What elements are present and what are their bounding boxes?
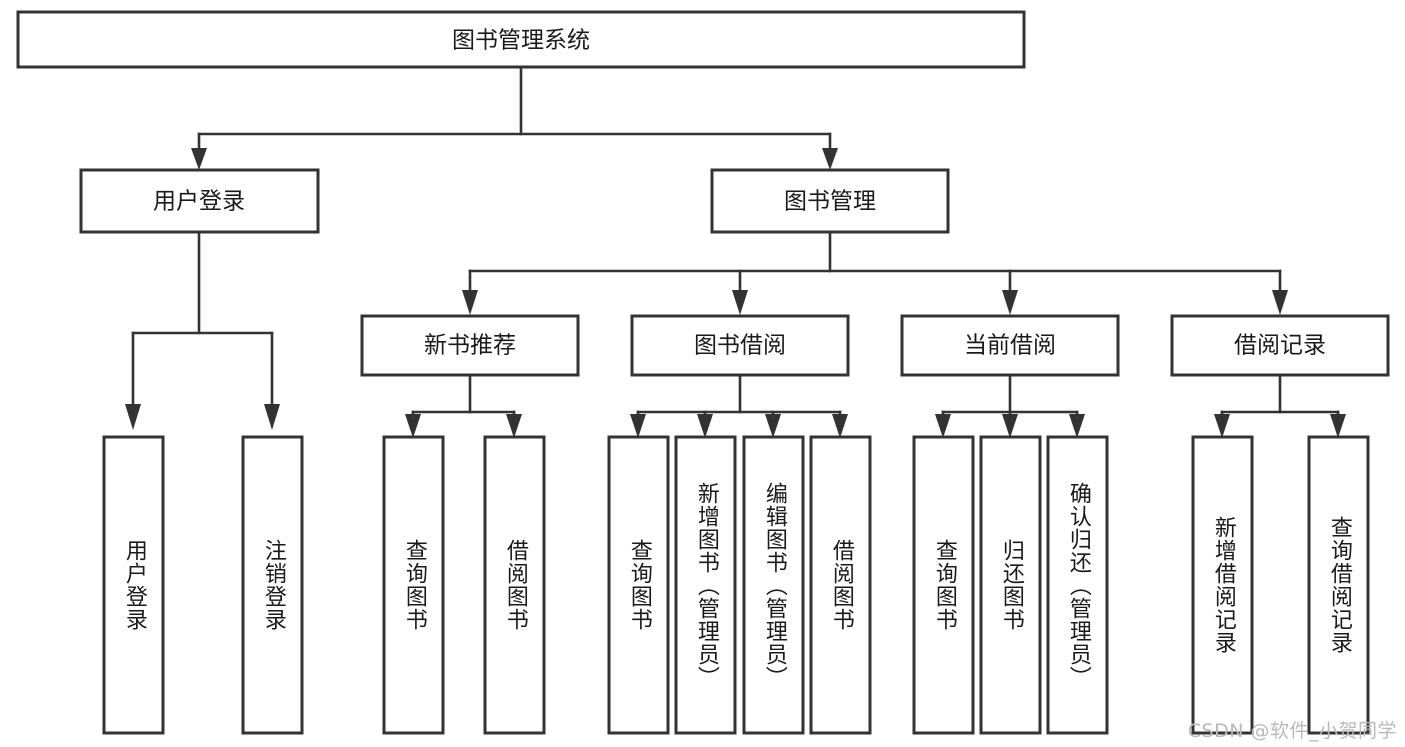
node-book-manage-label: 图书管理 [784, 189, 876, 215]
leaf-query-record-box[interactable] [1307, 435, 1370, 735]
connector-group-current-borrow [935, 373, 1085, 438]
leaf-user-logout-box[interactable] [241, 435, 304, 735]
arrow-borrow-record [1272, 290, 1288, 315]
arrow-new-book-recommend [462, 290, 478, 315]
leaf-return-book-box[interactable] [979, 435, 1042, 735]
node-new-book-recommend-label: 新书推荐 [424, 333, 516, 359]
leaf-query-book-2-box[interactable] [607, 435, 670, 735]
node-current-borrow-box[interactable] [900, 314, 1120, 377]
arrow-leaf-query-book-3 [935, 414, 951, 438]
connector-group-user-login [125, 230, 280, 430]
arrow-leaf-query-book-2 [630, 414, 646, 438]
arrow-leaf-add-book [697, 414, 713, 438]
node-current-borrow-label: 当前借阅 [964, 333, 1056, 359]
node-book-borrow-label: 图书借阅 [694, 333, 786, 359]
arrow-leaf-edit-book [765, 414, 781, 438]
node-book-manage[interactable]: 图书管理 [710, 168, 950, 234]
leaf-add-record-box[interactable] [1191, 435, 1254, 735]
node-root[interactable]: 图书管理系统 [16, 10, 1026, 69]
arrow-leaf-confirm-return [1069, 414, 1085, 438]
connector-group-book-manage [462, 230, 1288, 315]
connector-group-new-book-recommend [405, 373, 522, 438]
node-root-label: 图书管理系统 [452, 28, 590, 54]
connector-group-book-borrow [630, 373, 848, 438]
node-new-book-recommend[interactable]: 新书推荐 [360, 314, 580, 377]
leaf-borrow-book-1-box[interactable] [483, 435, 546, 735]
arrow-user-login [191, 148, 207, 170]
node-book-manage-box[interactable] [710, 168, 950, 234]
node-borrow-record-box[interactable] [1170, 314, 1390, 377]
arrow-leaf-borrow-book-2 [832, 414, 848, 438]
leaf-boxes [102, 435, 1370, 735]
arrow-leaf-query-book-1 [405, 414, 421, 438]
arrow-leaf-add-record [1214, 414, 1230, 438]
node-book-borrow[interactable]: 图书借阅 [630, 314, 850, 377]
arrow-leaf-user-login [125, 404, 141, 430]
arrow-leaf-borrow-book-1 [506, 414, 522, 438]
arrow-leaf-return-book [1002, 414, 1018, 438]
leaf-user-login-box[interactable] [102, 435, 165, 735]
connector-group-root [191, 65, 838, 170]
leaf-query-book-1-box[interactable] [382, 435, 445, 735]
node-user-login-box[interactable] [79, 168, 320, 234]
node-user-login-label: 用户登录 [153, 189, 245, 215]
node-borrow-record-label: 借阅记录 [1234, 333, 1326, 359]
node-root-box[interactable] [16, 10, 1026, 69]
leaf-edit-book-box[interactable] [742, 435, 805, 735]
arrow-leaf-user-logout [264, 404, 280, 430]
node-book-borrow-box[interactable] [630, 314, 850, 377]
arrow-current-borrow [1002, 290, 1018, 315]
node-current-borrow[interactable]: 当前借阅 [900, 314, 1120, 377]
arrow-book-manage [822, 148, 838, 170]
leaf-query-book-3-box[interactable] [912, 435, 975, 735]
node-borrow-record[interactable]: 借阅记录 [1170, 314, 1390, 377]
node-user-login[interactable]: 用户登录 [79, 168, 320, 234]
arrow-book-borrow [732, 290, 748, 315]
arrow-leaf-query-record [1330, 414, 1346, 438]
leaf-borrow-book-2-box[interactable] [809, 435, 872, 735]
node-new-book-recommend-box[interactable] [360, 314, 580, 377]
connector-group-borrow-record [1214, 373, 1346, 438]
watermark-text: CSDN @软件_小贺同学 [1187, 720, 1397, 742]
leaf-confirm-return-box[interactable] [1046, 435, 1109, 735]
leaf-add-book-box[interactable] [674, 435, 737, 735]
